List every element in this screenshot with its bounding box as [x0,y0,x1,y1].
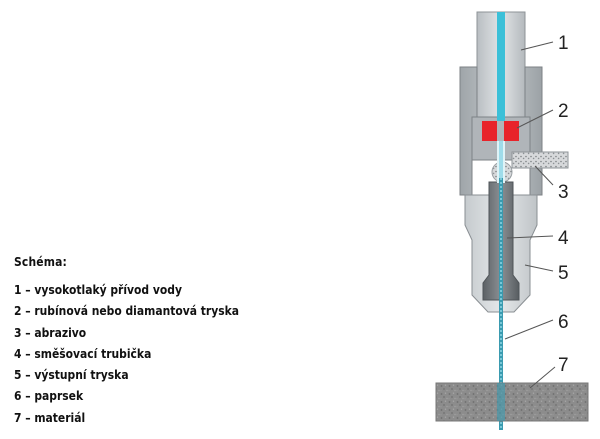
workpiece-material [435,382,589,422]
callout-5: 5 [558,263,569,284]
callout-7: 7 [558,355,569,376]
legend-item-4: 4 – směšovací trubička [14,345,152,361]
legend: Schéma: 1 – vysokotlaký přívod vody 2 – … [14,254,239,428]
callout-2: 2 [558,101,569,122]
legend-item-1: 1 – vysokotlaký přívod vody [14,282,182,297]
legend-item-5: 5 – výstupní tryska [14,367,129,383]
jewel-orifice [482,121,519,141]
legend-item-2: 2 – rubínová nebo diamantová tryska [14,303,240,319]
callout-4: 4 [558,228,569,249]
legend-title: Schéma: [14,254,68,269]
legend-item-3: 3 – abrazivo [14,324,87,340]
callout-3: 3 [558,182,569,203]
legend-item-6: 6 – paprsek [14,388,84,404]
water-stream [497,12,505,183]
leader-lines [504,41,556,389]
legend-item-7: 7 – materiál [14,409,86,425]
callout-1: 1 [558,33,569,54]
callout-6: 6 [558,312,569,333]
